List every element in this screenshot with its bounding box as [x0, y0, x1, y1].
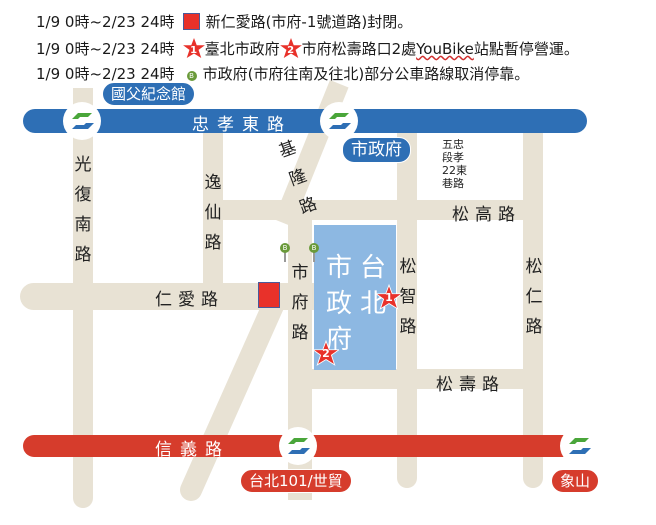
station-sun-yat-sen-memorial: 國父紀念館 — [102, 82, 196, 106]
youbike-star-1-icon: 1 — [374, 283, 404, 310]
mrt-logo-icon — [560, 427, 598, 465]
landmark-label-col1: 市政府 — [325, 253, 352, 355]
legend-text: 站點暫停營運。 — [473, 40, 579, 58]
legend-text: 新仁愛路(市府-1號道路)封閉。 — [205, 13, 413, 31]
label-shifu: 市府路 — [291, 263, 309, 343]
road-closure-marker — [258, 282, 280, 308]
label-songzhi: 松智路 — [399, 257, 417, 337]
label-songshou: 松壽路 — [436, 375, 505, 395]
legend-youbike: YouBike — [416, 40, 474, 58]
bus-stop-icon: B — [280, 243, 290, 253]
station-taipei-101: 台北101/世貿 — [240, 469, 352, 493]
legend-text: 市府松壽路口2處 — [301, 40, 417, 58]
bus-stop-pin — [313, 250, 315, 262]
label-songgao: 松高路 — [452, 205, 521, 225]
mrt-blue-line-label: 忠孝東路 — [192, 115, 292, 135]
road-songzhi — [397, 128, 417, 488]
mrt-logo-icon — [279, 427, 317, 465]
road-songshou — [300, 369, 543, 389]
star-2-icon: 2 — [279, 38, 302, 58]
road-songren — [523, 128, 543, 488]
mrt-logo-icon — [320, 102, 358, 140]
closure-square-icon — [182, 13, 200, 30]
bus-stop-pin — [284, 250, 286, 262]
legend-row-3: 1/9 0時~2/23 24時 B 市政府(市府往南及往北)部分公車路線取消停靠。 — [36, 64, 529, 84]
legend-text: 市政府(市府往南及往北)部分公車路線取消停靠。 — [202, 65, 530, 83]
legend-time: 1/9 0時~2/23 24時 — [36, 13, 175, 31]
bus-stop-icon: B — [309, 243, 319, 253]
label-yixian: 逸仙路 — [204, 173, 222, 253]
legend-row-1: 1/9 0時~2/23 24時 新仁愛路(市府-1號道路)封閉。 — [36, 12, 412, 32]
label-renai: 仁愛路 — [155, 290, 224, 310]
legend-time: 1/9 0時~2/23 24時 — [36, 40, 175, 58]
mrt-red-line-label: 信義路 — [155, 440, 230, 460]
bus-stop-icon: B — [186, 71, 197, 81]
youbike-star-2-icon: 2 — [311, 339, 341, 366]
star-1-icon: 1 — [182, 38, 205, 58]
mrt-blue-line — [23, 109, 587, 133]
legend-text: 臺北市政府 — [204, 40, 280, 58]
legend-time: 1/9 0時~2/23 24時 — [36, 65, 175, 83]
station-xiangshan: 象山 — [551, 469, 600, 493]
label-guangfu: 光復南路 — [74, 155, 92, 265]
label-songren: 松仁路 — [525, 257, 543, 337]
station-city-hall: 市政府 — [342, 137, 411, 163]
mrt-logo-icon — [63, 102, 101, 140]
